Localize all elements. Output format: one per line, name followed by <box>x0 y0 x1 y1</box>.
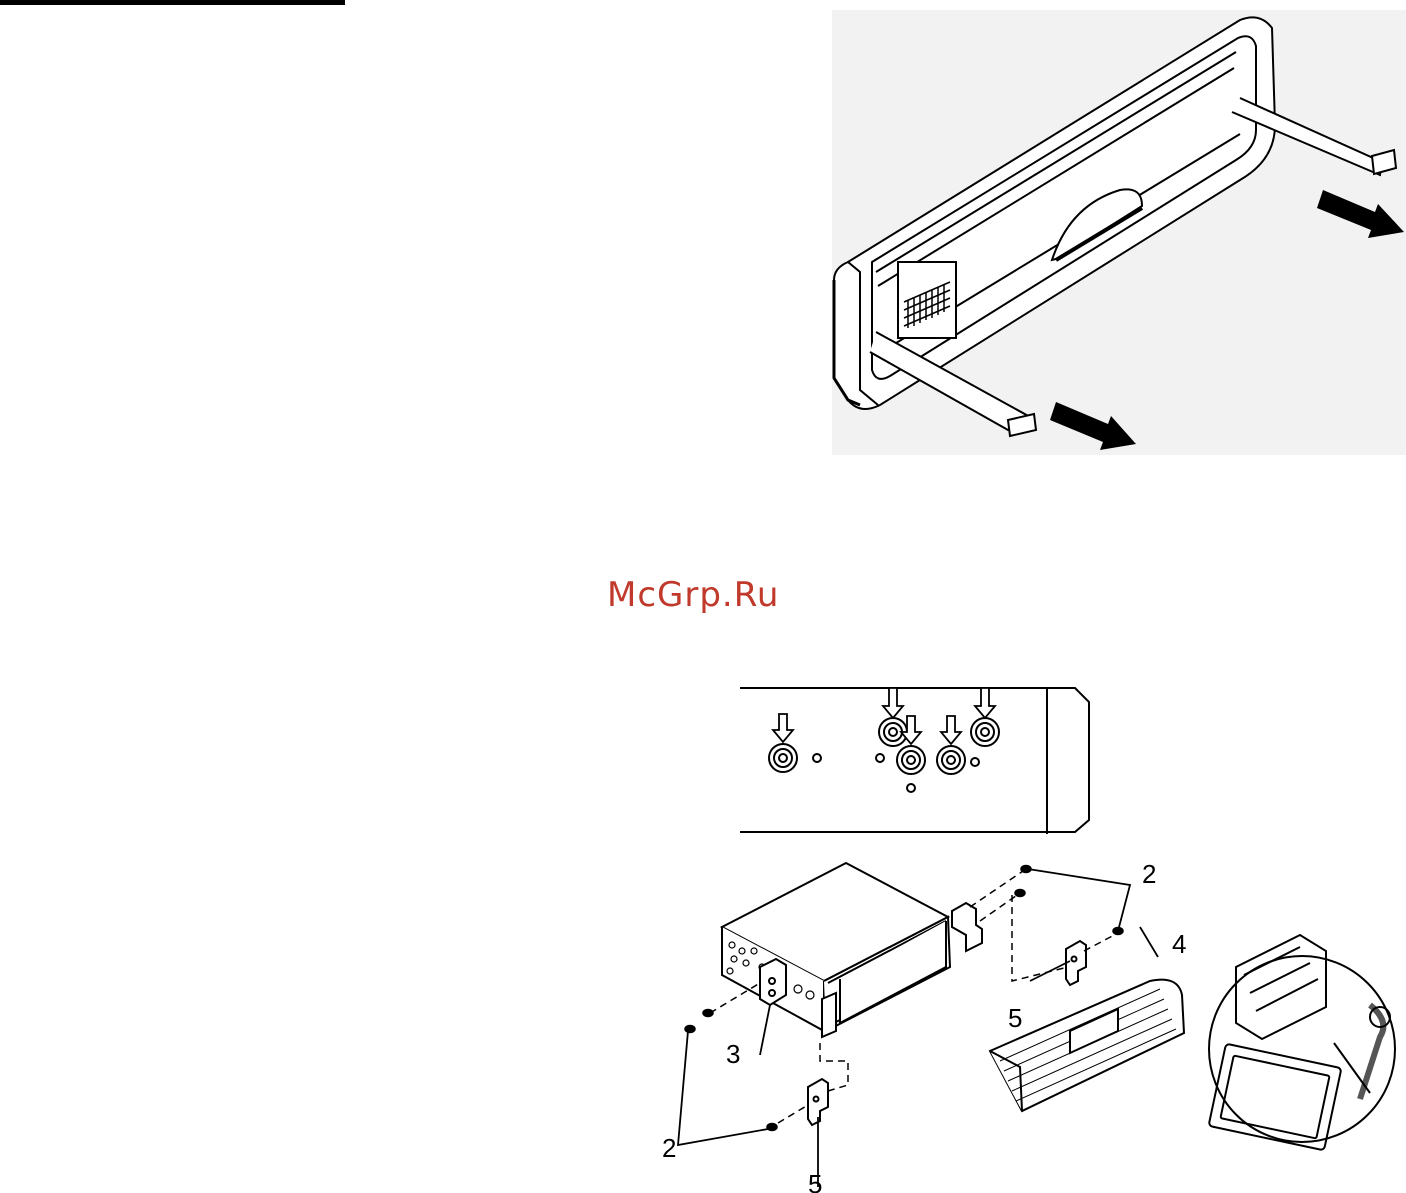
callout-2-top: 2 <box>1142 859 1156 889</box>
callout-5-bottom: 5 <box>808 1169 822 1193</box>
rca-jack-icon <box>769 718 999 792</box>
head-unit-icon <box>722 863 950 1037</box>
top-rule <box>0 0 345 5</box>
callout-4: 4 <box>1172 929 1186 959</box>
connector-detail-icon <box>1209 935 1395 1150</box>
callout-2-bottom: 2 <box>662 1133 676 1163</box>
watermark: McGrp.Ru <box>607 575 779 615</box>
trim-frame-icon <box>990 980 1184 1111</box>
callout-3: 3 <box>726 1039 740 1069</box>
mounting-figure: 2 4 5 3 2 5 <box>650 855 1406 1193</box>
rear-panel-figure <box>735 680 1095 840</box>
callout-5-right: 5 <box>1008 1003 1022 1033</box>
faceplate-removal-figure <box>820 10 1406 455</box>
